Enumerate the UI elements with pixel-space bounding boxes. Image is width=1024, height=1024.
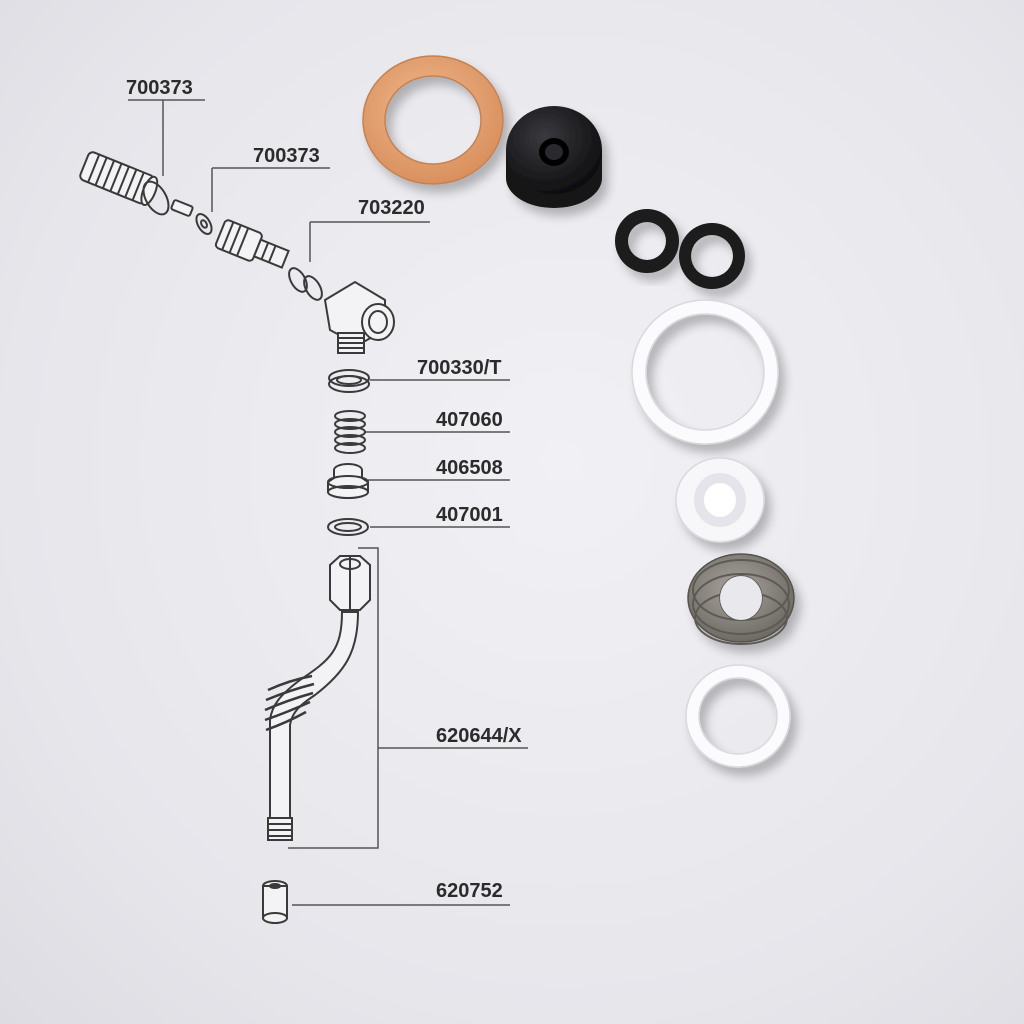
- threaded-fitting: [79, 151, 159, 207]
- washer-700373-b: [195, 213, 213, 235]
- black-oring-2: [679, 223, 745, 289]
- elbow-body: [323, 280, 395, 354]
- black-rubber-seal: [506, 106, 602, 208]
- valve-shaft: [214, 219, 290, 269]
- physical-parts: [362, 55, 795, 768]
- small-pin: [170, 199, 194, 217]
- part-number-labels: 700373 700373 703220 700330/T 407060 406…: [126, 77, 522, 902]
- black-oring-1: [615, 209, 679, 273]
- label-703220: 703220: [358, 197, 425, 219]
- white-cup-seal: [675, 457, 765, 543]
- steam-pipe-620644x: [264, 555, 371, 841]
- oring-700373-a: [142, 180, 170, 216]
- label-700373-b: 700373: [253, 145, 320, 167]
- copper-washer: [362, 55, 504, 185]
- label-407001: 407001: [436, 504, 503, 526]
- label-700330t: 700330/T: [417, 357, 502, 379]
- label-407060: 407060: [436, 409, 503, 431]
- label-620752: 620752: [436, 880, 503, 902]
- white-ptfe-ring-large: [631, 299, 779, 445]
- cap-406508: [327, 463, 369, 499]
- white-ptfe-ring-small: [685, 664, 791, 768]
- spring-407060: [334, 410, 366, 454]
- label-700373-a: 700373: [126, 77, 193, 99]
- seal-ring-700330t: [328, 369, 370, 393]
- technical-drawing: [79, 99, 528, 924]
- steel-spring: [687, 553, 795, 645]
- oring-703220-a: [288, 267, 308, 293]
- washer-407001: [327, 518, 369, 536]
- label-406508: 406508: [436, 457, 503, 479]
- oring-703220-b: [303, 275, 323, 301]
- nozzle-620752: [262, 880, 288, 924]
- leader-lines: [128, 99, 528, 906]
- label-620644x: 620644/X: [436, 725, 522, 747]
